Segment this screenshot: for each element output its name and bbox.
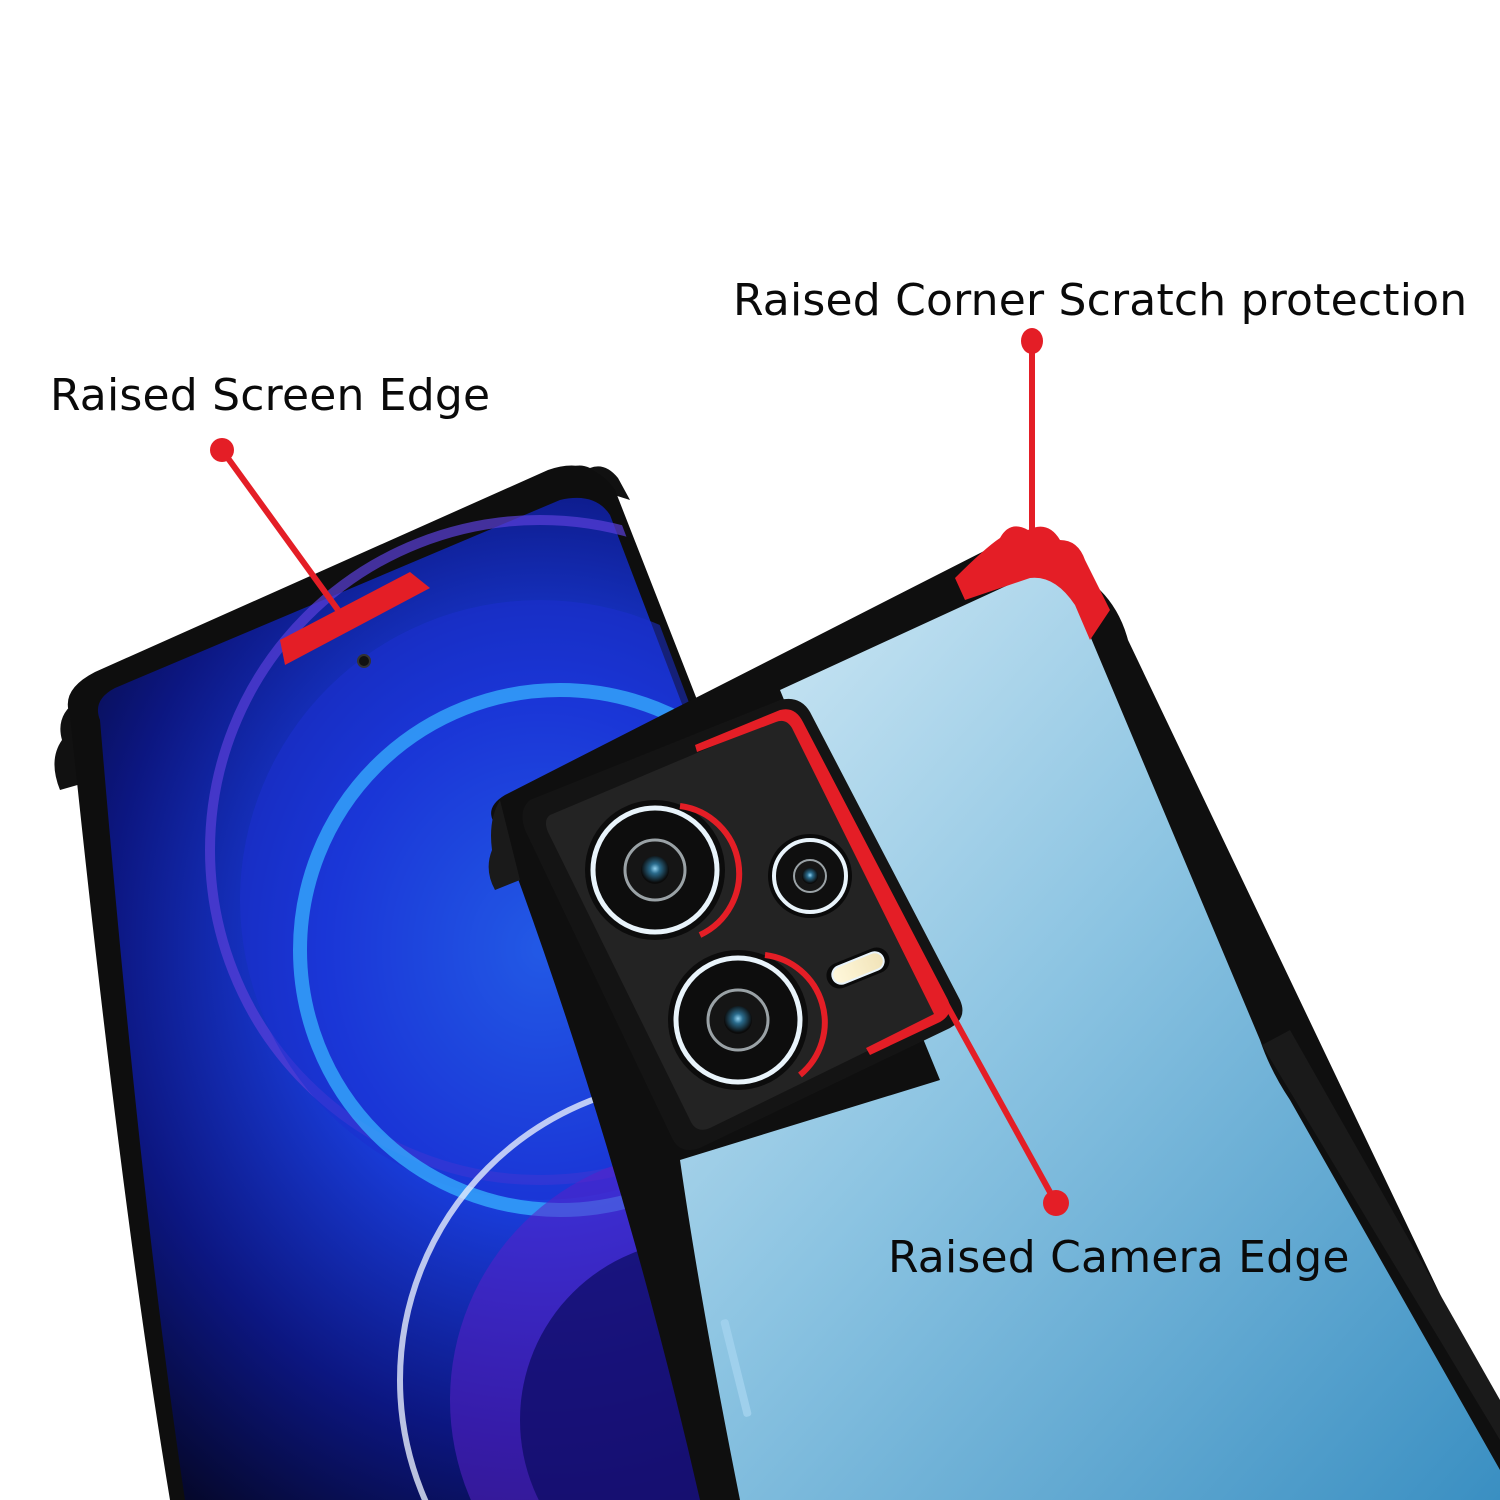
- pointer-dot-icon: [1021, 328, 1043, 354]
- callout-pointer-camera: [941, 998, 1069, 1216]
- pointer-dot-icon: [1043, 1190, 1069, 1216]
- side-button: [720, 1319, 752, 1417]
- callout-label-corner: Raised Corner Scratch protection: [733, 275, 1468, 326]
- callout-pointer-screen: [210, 438, 341, 612]
- camera-lens-tertiary: [668, 950, 828, 1090]
- callout-label-screen-edge: Raised Screen Edge: [50, 370, 491, 421]
- screen-edge-highlight: [280, 572, 430, 665]
- camera-flash: [826, 947, 890, 989]
- camera-module: [522, 698, 963, 1151]
- transparent-back-panel: [680, 574, 1500, 1500]
- front-camera-hole: [357, 654, 371, 668]
- back-phone: [488, 526, 1500, 1500]
- camera-lens-main: [585, 800, 743, 940]
- back-corner-bumper-left: [488, 800, 520, 890]
- callout-pointer-corner: [1021, 328, 1043, 540]
- camera-lens-secondary: [768, 834, 852, 918]
- callout-label-camera-edge: Raised Camera Edge: [888, 1232, 1350, 1283]
- pointer-dot-icon: [210, 438, 234, 462]
- camera-edge-highlight: [695, 709, 950, 1055]
- corner-highlight: [955, 526, 1110, 640]
